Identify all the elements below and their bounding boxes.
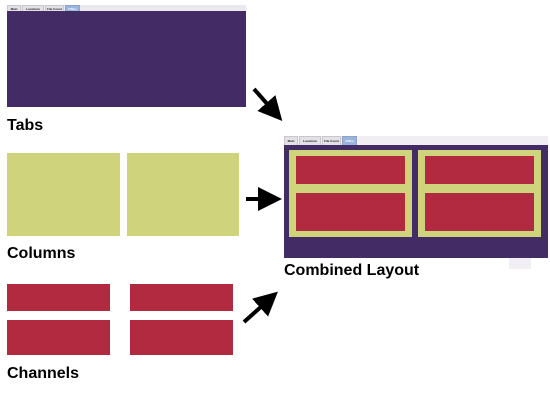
arrow-tabs-to-combined [252, 87, 283, 121]
tab-file-count: File Count [45, 5, 64, 11]
columns-label: Columns [7, 245, 76, 262]
combined-channel-top-right [425, 156, 534, 184]
combined-channel-top-left [296, 156, 405, 184]
combined-tab-office: Office [342, 136, 357, 145]
tab-office: Office [65, 5, 80, 11]
combined-content-area [284, 145, 548, 258]
channel-top-left [7, 284, 110, 311]
arrow-channels-to-combined [242, 291, 278, 324]
combined-layout-mockup: Main Locations File Count Office [284, 136, 548, 258]
tab-main: Main [7, 5, 21, 11]
combined-channel-bottom-right [425, 193, 534, 231]
column-left [7, 153, 120, 236]
combined-layout-label: Combined Layout [284, 262, 420, 279]
combined-column-left [289, 150, 412, 237]
faded-artifact [509, 258, 531, 269]
column-right [127, 153, 239, 236]
combined-column-right [418, 150, 541, 237]
combined-tab-file-count: File Count [322, 136, 341, 145]
tabs-mockup: Main Locations File Count Office [7, 5, 246, 107]
tabs-label: Tabs [7, 117, 44, 134]
combined-tab-bar: Main Locations File Count Office [284, 136, 548, 145]
tab-locations: Locations [22, 5, 44, 11]
combined-tab-main: Main [284, 136, 298, 145]
channel-top-right [130, 284, 233, 311]
tab-content-area [7, 11, 246, 107]
channel-bottom-right [130, 320, 233, 355]
combined-tab-locations: Locations [299, 136, 321, 145]
tab-bar: Main Locations File Count Office [7, 5, 246, 11]
combined-channel-bottom-left [296, 193, 405, 231]
channel-bottom-left [7, 320, 110, 355]
channels-label: Channels [7, 365, 80, 382]
